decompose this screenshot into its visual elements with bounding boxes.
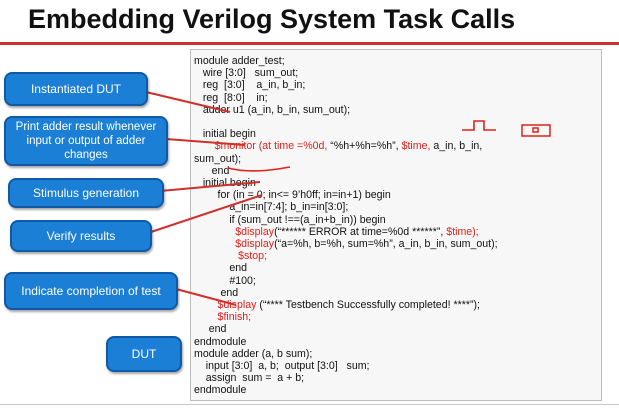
code-line: #100;: [194, 274, 256, 287]
label-instantiated-dut: Instantiated DUT: [4, 72, 148, 106]
code-display-call: $display: [194, 238, 275, 251]
code-line: assign sum = a + b;: [194, 372, 305, 385]
code-line: adder u1 (a_in, b_in, sum_out);: [194, 103, 351, 116]
code-finish: $finish;: [194, 311, 252, 324]
code-line: module adder_test;: [194, 55, 285, 67]
code-line: end: [194, 286, 239, 299]
code-monitor-args: a_in, b_in,: [430, 140, 483, 153]
code-display-error: (“****** ERROR at time=%0d ******”,: [274, 225, 447, 238]
code-line: wire [3:0] sum_out;: [194, 67, 299, 80]
code-line: for (in = 0; in<= 9’h0ff; in=in+1) begin: [194, 189, 391, 202]
label-completion: Indicate completion of test: [4, 272, 178, 310]
code-display-call: $display: [194, 225, 275, 238]
code-line: endmodule: [194, 384, 247, 397]
code-line: end: [194, 323, 227, 336]
slide-title: Embedding Verilog System Task Calls: [28, 4, 516, 34]
code-panel: module adder_test; wire [3:0] sum_out; r…: [190, 49, 602, 401]
code-line: a_in=in[7:4]; b_in=in[3:0];: [194, 201, 349, 214]
label-dut: DUT: [106, 336, 182, 372]
code-display-time: $time);: [446, 225, 479, 238]
code-line: initial begin: [194, 177, 256, 190]
code-line: initial begin: [194, 128, 256, 141]
label-stimulus-generation: Stimulus generation: [8, 178, 164, 208]
bottom-divider: [0, 404, 619, 405]
code-line: reg [8:0] in;: [194, 91, 268, 104]
code-stop: $stop;: [194, 250, 268, 263]
code-line: input [3:0] a, b; output [3:0] sum;: [194, 360, 370, 373]
label-verify-results: Verify results: [10, 220, 152, 252]
code-monitor-time: $time,: [401, 140, 431, 153]
code-line: if (sum_out !==(a_in+b_in)) begin: [194, 213, 386, 226]
label-print-result: Print adder result whenever input or out…: [4, 116, 168, 166]
verilog-code: module adder_test; wire [3:0] sum_out; r…: [194, 55, 498, 397]
code-line: end: [194, 164, 230, 177]
code-monitor-call: $monitor (at time =%0d,: [194, 140, 328, 153]
code-line: end: [194, 262, 247, 275]
code-monitor-format: “%h+%h=%h”,: [327, 140, 402, 153]
code-line: endmodule: [194, 335, 247, 348]
code-display-success: (“**** Testbench Successfully completed!…: [256, 299, 480, 312]
code-display-values: (“a=%h, b=%h, sum=%h”, a_in, b_in, sum_o…: [274, 238, 498, 251]
code-line: sum_out);: [194, 152, 242, 165]
title-underline: [0, 42, 619, 45]
code-line: module adder (a, b sum);: [194, 347, 313, 360]
code-display-call: $display: [194, 299, 257, 312]
code-line: reg [3:0] a_in, b_in;: [194, 79, 306, 92]
